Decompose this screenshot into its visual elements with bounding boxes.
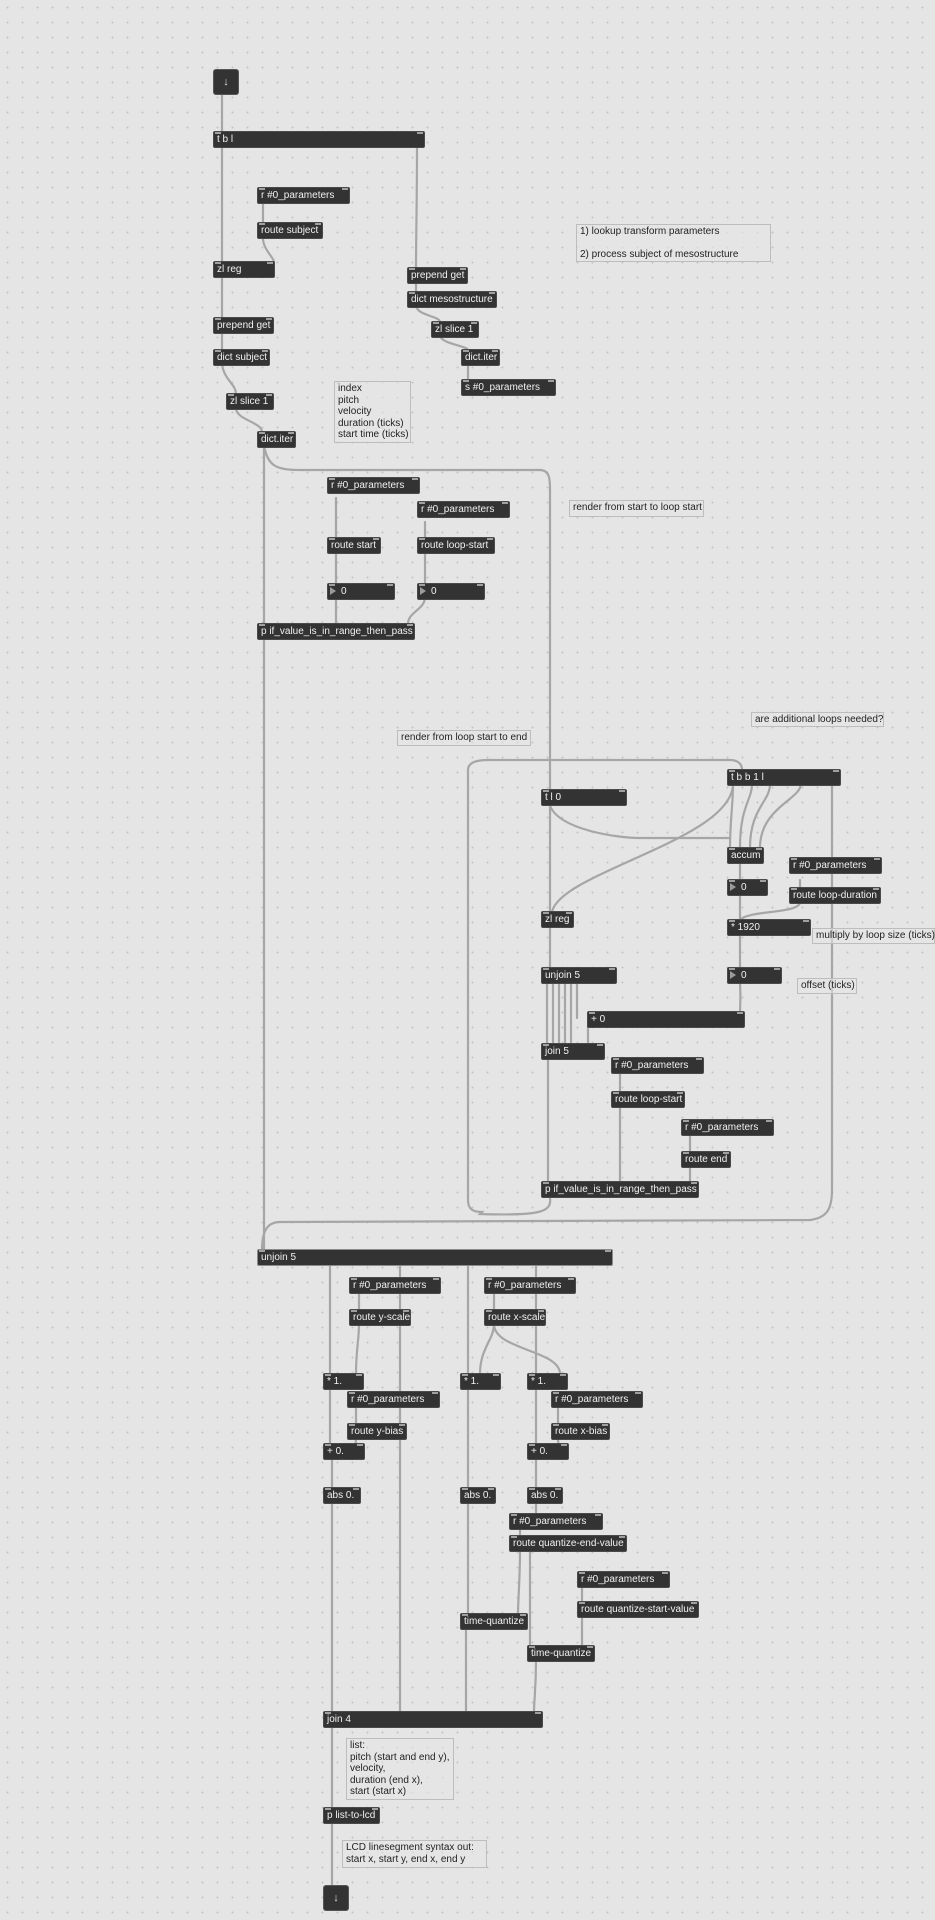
subpatch-range-pass[interactable]: p if_value_is_in_range_then_pass [258,624,414,639]
route-x-bias[interactable]: route x-bias [552,1424,609,1439]
send-parameters[interactable]: s #0_parameters [462,380,555,395]
comment-list: list: pitch (start and end y), velocity,… [346,1738,454,1800]
arrow-down-icon: ↓ [333,1892,339,1904]
abs-object[interactable]: abs 0. [324,1488,360,1503]
unjoin-object[interactable]: unjoin 5 [542,968,616,983]
zl-slice-object[interactable]: zl slice 1 [432,322,478,337]
dict-mesostructure-object[interactable]: dict mesostructure [408,292,496,307]
route-end[interactable]: route end [682,1152,730,1167]
abs-object[interactable]: abs 0. [461,1488,495,1503]
multiply-object[interactable]: * 1. [528,1374,567,1389]
time-quantize-object[interactable]: time-quantize [528,1646,594,1661]
comment-additional-loops: are additional loops needed? [751,712,884,727]
accum-object[interactable]: accum [728,848,763,863]
number-box-offset[interactable]: 0 [728,968,781,983]
zl-slice-object[interactable]: zl slice 1 [227,394,273,409]
receive-parameters[interactable]: r #0_parameters [510,1514,602,1529]
inlet[interactable]: ↓ [214,70,238,94]
receive-parameters[interactable]: r #0_parameters [418,502,509,517]
comment-fields: index pitch velocity duration (ticks) st… [334,381,411,443]
join-object[interactable]: join 4 [324,1712,542,1727]
receive-parameters[interactable]: r #0_parameters [258,188,349,203]
route-loop-duration[interactable]: route loop-duration [790,888,880,903]
multiply-object[interactable]: * 1920 [728,920,810,935]
comment-render-start: render from start to loop start [569,500,704,517]
comment-offset: offset (ticks) [797,978,857,994]
route-y-bias[interactable]: route y-bias [348,1424,406,1439]
number-box-start[interactable]: 0 [328,584,394,599]
number-arrow-icon [730,883,736,891]
route-quantize-start-value[interactable]: route quantize-start-value [578,1602,698,1617]
zl-reg-object[interactable]: zl reg [214,262,274,277]
add-object[interactable]: + 0. [528,1444,568,1459]
zl-reg-object[interactable]: zl reg [542,912,573,927]
comment-lcd-out: LCD linesegment syntax out: start x, sta… [342,1840,487,1868]
dict-iter-object[interactable]: dict.iter [462,350,499,365]
route-loop-start[interactable]: route loop-start [612,1092,684,1107]
abs-object[interactable]: abs 0. [528,1488,562,1503]
route-x-scale[interactable]: route x-scale [485,1310,545,1325]
route-subject[interactable]: route subject [258,223,322,238]
trigger-object[interactable]: t b l [214,132,424,147]
outlet[interactable]: ↓ [324,1886,348,1910]
unjoin-object[interactable]: unjoin 5 [258,1250,612,1265]
multiply-object[interactable]: * 1. [461,1374,500,1389]
receive-parameters[interactable]: r #0_parameters [328,478,419,493]
comment-steps: 1) lookup transform parameters 2) proces… [576,224,771,262]
route-y-scale[interactable]: route y-scale [350,1310,410,1325]
route-start[interactable]: route start [328,538,380,553]
add-object[interactable]: + 0 [588,1012,744,1027]
route-loop-start[interactable]: route loop-start [418,538,494,553]
time-quantize-object[interactable]: time-quantize [461,1614,527,1629]
dict-subject-object[interactable]: dict subject [214,350,269,365]
number-arrow-icon [730,971,736,979]
receive-parameters[interactable]: r #0_parameters [682,1120,773,1135]
receive-parameters[interactable]: r #0_parameters [790,858,881,873]
number-arrow-icon [420,587,426,595]
subpatch-list-to-lcd[interactable]: p list-to-lcd [324,1808,379,1823]
receive-parameters[interactable]: r #0_parameters [612,1058,703,1073]
dict-iter-object[interactable]: dict.iter [258,432,295,447]
route-quantize-end-value[interactable]: route quantize-end-value [510,1536,626,1551]
arrow-down-icon: ↓ [223,76,229,88]
number-box-accum[interactable]: 0 [728,880,767,895]
prepend-get-object[interactable]: prepend get [408,268,467,283]
subpatch-range-pass[interactable]: p if_value_is_in_range_then_pass [542,1182,698,1197]
receive-parameters[interactable]: r #0_parameters [485,1278,575,1293]
receive-parameters[interactable]: r #0_parameters [552,1392,642,1407]
number-arrow-icon [330,587,336,595]
receive-parameters[interactable]: r #0_parameters [348,1392,439,1407]
comment-render-loop: render from loop start to end [397,730,531,746]
receive-parameters[interactable]: r #0_parameters [578,1572,669,1587]
number-box-loop-start[interactable]: 0 [418,584,484,599]
multiply-object[interactable]: * 1. [324,1374,363,1389]
receive-parameters[interactable]: r #0_parameters [350,1278,440,1293]
add-object[interactable]: + 0. [324,1444,364,1459]
prepend-get-object[interactable]: prepend get [214,318,273,333]
comment-multiply: multiply by loop size (ticks) [812,928,935,944]
join-object[interactable]: join 5 [542,1044,604,1059]
trigger-object[interactable]: t b b 1 l [728,770,840,785]
trigger-object[interactable]: t l 0 [542,790,626,805]
